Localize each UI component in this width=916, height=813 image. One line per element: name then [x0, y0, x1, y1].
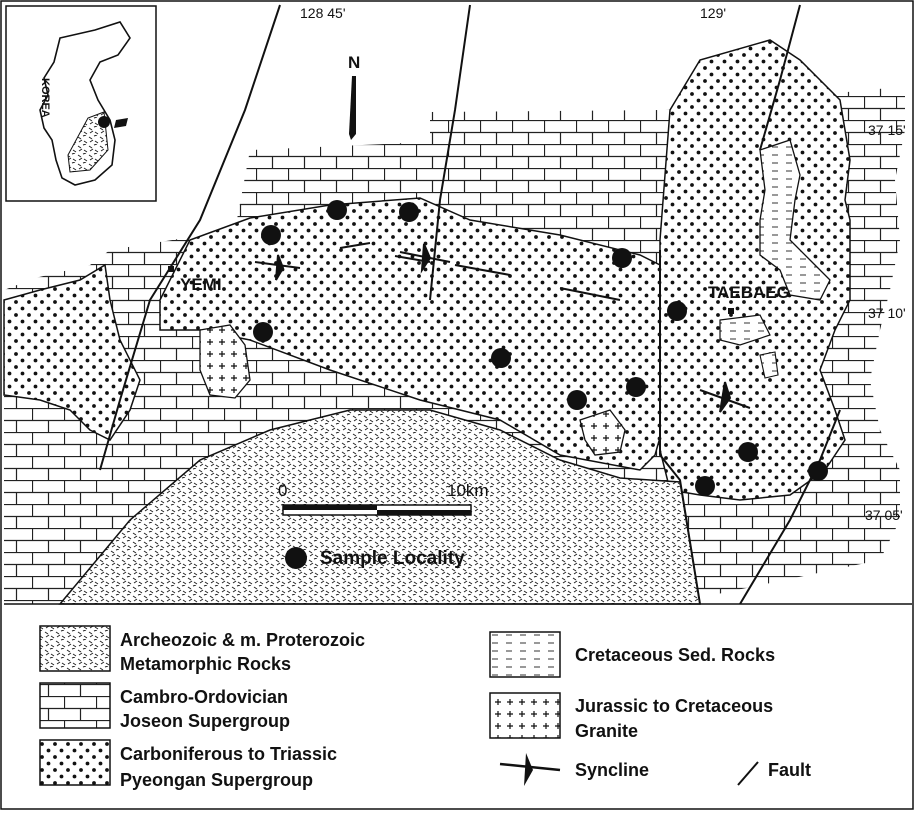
place-yemi: YEMI [180, 275, 222, 294]
legend: Archeozoic & m. Proterozoic Metamorphic … [39, 625, 811, 790]
scale-start-label: 0 [278, 481, 287, 500]
legend-fault: Fault [768, 760, 811, 780]
place-taebaeg: TAEBAEG [708, 283, 790, 302]
legend-carboniferous-line2: Pyeongan Supergroup [120, 770, 313, 790]
sample-locality-label: Sample Locality [320, 548, 465, 569]
legend-metamorphic-line2: Metamorphic Rocks [120, 654, 291, 674]
sample-localities [253, 200, 828, 496]
legend-cretaceous-sed: Cretaceous Sed. Rocks [575, 645, 775, 665]
legend-syncline: Syncline [575, 760, 649, 780]
faults [99, 4, 841, 605]
cretaceous-sed-patch [759, 139, 831, 301]
lat-label-1: 37 15' [868, 122, 906, 138]
lon-label-1: 128 45' [300, 5, 346, 21]
scale-bar: 0 10km [278, 481, 489, 516]
lat-label-3: 37 05' [865, 507, 903, 523]
legend-fault-symbol [737, 761, 759, 786]
scale-end-label: 10km [447, 481, 489, 500]
korea-inset-map: KOREA [5, 5, 157, 202]
lat-label-2: 37 10' [868, 305, 906, 321]
legend-metamorphic-line1: Archeozoic & m. Proterozoic [120, 630, 365, 650]
syncline-marker [254, 243, 751, 413]
unmapped-area [4, 4, 916, 290]
north-arrow: N [348, 53, 360, 140]
legend-cambro-line1: Cambro-Ordovician [120, 687, 288, 707]
legend-granite-line2: Granite [575, 721, 638, 741]
inset-country-label: KOREA [39, 78, 51, 118]
map-panel: N 128 45' 129' 37 15' 37 10' 37 05' YEMI… [3, 4, 916, 605]
legend-syncline-symbol [499, 753, 561, 786]
lon-label-2: 129' [700, 5, 726, 21]
svg-text:N: N [348, 53, 360, 72]
legend-carboniferous-line1: Carboniferous to Triassic [120, 744, 337, 764]
legend-granite-line1: Jurassic to Cretaceous [575, 696, 773, 716]
granite-patch [199, 324, 251, 399]
legend-cambro-line2: Joseon Supergroup [120, 711, 290, 731]
